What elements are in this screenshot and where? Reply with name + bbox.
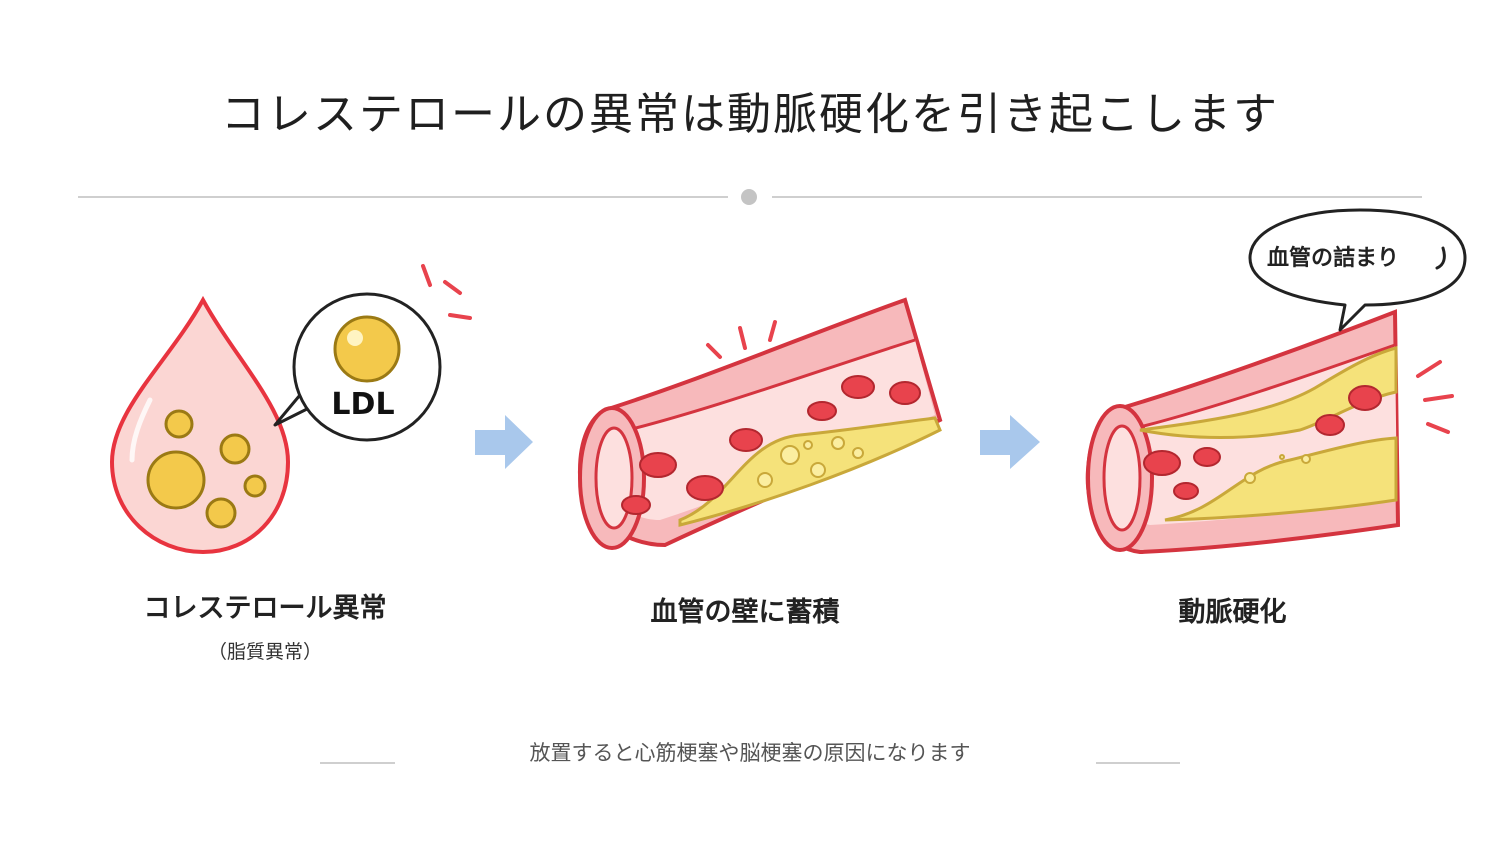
step-3-label: 動脈硬化 <box>1178 597 1287 628</box>
ldl-particle <box>205 497 237 529</box>
emphasis-marks <box>1416 360 1454 434</box>
red-blood-cell <box>1193 447 1221 467</box>
ldl-particle <box>243 474 267 498</box>
blood-drop-illustration: LDL <box>109 264 472 555</box>
plaque-lower <box>1164 436 1398 522</box>
clog-bubble-label: 血管の詰まり <box>1267 245 1399 271</box>
step-2-label: 血管の壁に蓄積 <box>650 597 840 628</box>
footer-note: 放置すると心筋梗塞や脳梗塞の原因になります <box>529 741 971 765</box>
vessel-opening-inner <box>594 426 634 530</box>
ldl-particle <box>146 450 206 510</box>
red-blood-cell <box>729 428 763 452</box>
emphasis-marks <box>706 320 777 359</box>
flow-arrow-1 <box>475 415 533 469</box>
footer-line-right <box>1096 762 1180 764</box>
footer-line-left <box>320 762 395 764</box>
red-blood-cell <box>686 475 724 501</box>
vessel-inner-line <box>1127 343 1396 432</box>
ldl-label: LDL <box>331 387 394 422</box>
page-title: コレステロールの異常は動脈硬化を引き起こします <box>221 89 1279 140</box>
divider-right <box>772 196 1422 198</box>
red-blood-cell <box>889 381 921 405</box>
red-blood-cell <box>841 375 875 399</box>
step-1-sublabel: （脂質異常） <box>207 641 322 663</box>
red-blood-cell <box>1315 414 1345 436</box>
red-blood-cell <box>807 401 837 421</box>
vessel-inner-line <box>619 338 916 434</box>
ldl-particle <box>219 433 251 465</box>
red-blood-cells <box>1143 385 1382 500</box>
emphasis-marks <box>421 264 472 320</box>
drop-highlight <box>129 397 153 463</box>
step-1-label: コレステロール異常 <box>143 593 387 624</box>
red-blood-cells <box>621 375 921 515</box>
clogged-vessel-illustration: 血管の詰まり <box>1085 208 1467 555</box>
ldl-particle <box>164 409 194 439</box>
red-blood-cell <box>1348 385 1382 411</box>
bubble-accent-mark <box>1435 246 1446 270</box>
divider-left <box>78 196 728 198</box>
ldl-sphere-shine <box>347 330 363 346</box>
ldl-particles <box>146 409 267 529</box>
flow-arrow-2 <box>980 415 1040 469</box>
red-blood-cell <box>1173 482 1199 500</box>
plaque <box>678 416 942 527</box>
red-blood-cell <box>1143 450 1181 476</box>
divider-dot <box>741 189 757 205</box>
plaque-particles <box>757 436 864 488</box>
vessel-plaque-illustration <box>577 297 943 550</box>
red-blood-cell <box>621 495 651 515</box>
ldl-sphere <box>333 315 401 383</box>
plaque-particles <box>1244 454 1311 484</box>
vessel-opening-inner <box>1102 424 1142 532</box>
clog-speech-bubble <box>1248 208 1467 332</box>
red-blood-cell <box>639 452 677 478</box>
